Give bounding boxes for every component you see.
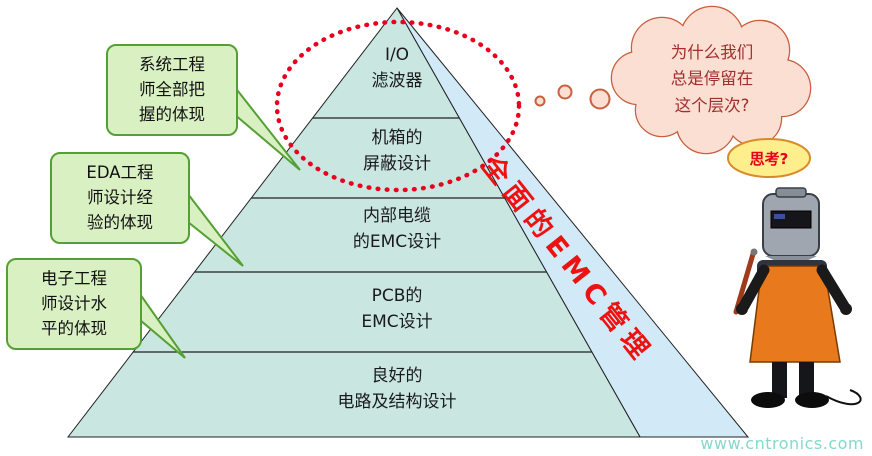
think-bubble xyxy=(727,138,811,178)
level-text: 滤波器 xyxy=(371,71,423,92)
pyramid-level-pcb-emc: PCB的 EMC设计 xyxy=(287,283,507,336)
right-shoe xyxy=(795,392,829,408)
watermark: www.cntronics.com xyxy=(700,434,864,453)
level-text: PCB的 xyxy=(371,286,423,306)
thought-cloud xyxy=(534,5,812,155)
level-text: 电路及结构设计 xyxy=(337,392,457,413)
callout-system-engineer: 系统工程 师全部把 握的体现 xyxy=(106,44,238,137)
callout-text: EDA工程 xyxy=(86,163,154,182)
thought-line: 为什么我们 xyxy=(670,43,754,62)
pyramid-level-chassis-shielding: 机箱的 屏蔽设计 xyxy=(287,125,507,178)
callout-electronics-engineer: 电子工程 师设计水 平的体现 xyxy=(6,258,142,351)
level-text: 良好的 xyxy=(371,366,423,386)
thought-line: 这个层次? xyxy=(674,95,750,115)
right-arm xyxy=(816,264,850,312)
level-text: 屏蔽设计 xyxy=(363,154,431,175)
thought-trail-bubbles xyxy=(534,84,611,110)
level-text: I/O xyxy=(384,45,410,65)
pyramid-level-internal-cable: 内部电缆 的EMC设计 xyxy=(287,203,507,256)
callout-text: 电子工程 xyxy=(41,269,107,288)
callout-text: 验的体现 xyxy=(87,212,153,232)
red-dotted-ellipse xyxy=(274,19,522,193)
callout-text: 系统工程 xyxy=(139,55,205,74)
callout-text: 师设计水 xyxy=(41,293,107,313)
torch-tip xyxy=(750,248,758,256)
torch-cable xyxy=(825,389,862,406)
level-text: 机箱的 xyxy=(371,128,423,148)
thought-line: 总是停留在 xyxy=(670,69,754,89)
think-label: 思考? xyxy=(749,150,789,168)
helmet-visor xyxy=(770,210,812,229)
pyramid-level-dividers xyxy=(133,117,592,353)
pyramid-front-face xyxy=(66,7,641,438)
thought-bubble-text: 为什么我们 总是停留在 这个层次? xyxy=(637,40,787,119)
level-text: 的EMC设计 xyxy=(352,232,442,253)
callout-text: 平的体现 xyxy=(41,318,107,338)
callout-text: 握的体现 xyxy=(139,104,205,124)
pyramid-level-io-filter: I/O 滤波器 xyxy=(287,42,507,95)
pyramid-level-circuit-structure: 良好的 电路及结构设计 xyxy=(287,363,507,416)
left-leg xyxy=(772,362,787,398)
callout-eda-engineer: EDA工程 师设计经 验的体现 xyxy=(50,152,190,245)
left-arm xyxy=(738,264,770,312)
level-text: EMC设计 xyxy=(361,312,433,333)
level-text: 内部电缆 xyxy=(363,206,431,226)
callout-text: 师设计经 xyxy=(87,187,153,207)
left-shoe xyxy=(751,392,785,408)
welder-character xyxy=(733,187,862,408)
welding-torch xyxy=(733,251,756,315)
apron xyxy=(749,265,841,363)
right-leg xyxy=(799,362,814,398)
callout-text: 师全部把 xyxy=(139,79,205,99)
